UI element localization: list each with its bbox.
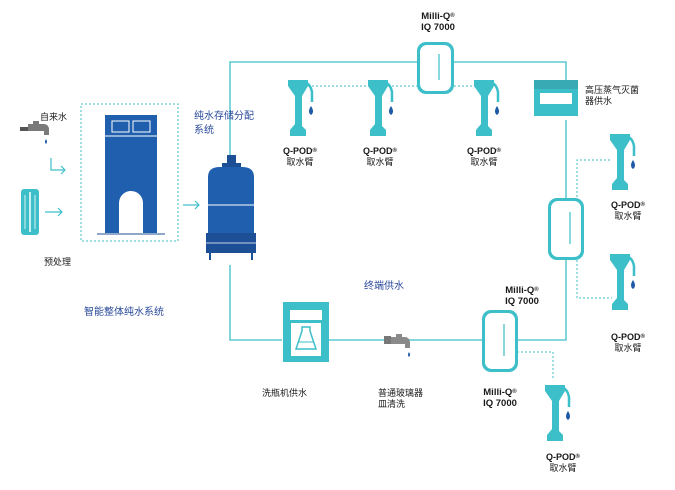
qpod-mark: ® [575, 454, 580, 460]
qpod-1-icon [286, 78, 315, 138]
qpod-caption: 取水臂 [614, 211, 642, 221]
qpod-name: Q-POD [611, 332, 641, 342]
qpod-name: Q-POD [363, 146, 393, 156]
qpod-6-icon [543, 383, 572, 443]
qpod-5-label: Q-POD® 取水臂 [602, 332, 654, 354]
milli-q-bottom-label: Milli-Q® IQ 7000 [479, 387, 521, 409]
qpod-mark: ® [496, 148, 501, 154]
integrated-system-label: 智能整体纯水系统 [84, 307, 164, 318]
milli-q-name: Milli-Q [421, 11, 451, 22]
qpod-2-label: Q-POD® 取水臂 [354, 146, 406, 168]
qpod-caption: 取水臂 [470, 157, 498, 167]
milli-q-mark: ® [512, 389, 517, 395]
storage-tank-icon [206, 155, 256, 260]
qpod-mark: ® [640, 202, 645, 208]
milli-q-top-label: Milli-Q® IQ 7000 [417, 11, 459, 33]
integrated-system-frame [80, 103, 179, 242]
milli-q-model: IQ 7000 [483, 398, 517, 409]
glassware-label-line1: 普通玻璃器 [378, 388, 424, 398]
milli-q-name: Milli-Q [483, 387, 513, 398]
qpod-mark: ® [312, 148, 317, 154]
milli-q-unit-bottom-icon [482, 310, 518, 372]
qpod-name: Q-POD [611, 200, 641, 210]
qpod-4-label: Q-POD® 取水臂 [602, 200, 654, 222]
terminal-supply-label: 终端供水 [364, 281, 404, 292]
glassware-label-line2: 皿清洗 [378, 399, 406, 409]
qpod-6-label: Q-POD® 取水臂 [537, 452, 589, 474]
qpod-name: Q-POD [467, 146, 497, 156]
milli-q-unit-right-icon [548, 198, 584, 260]
autoclave-label-line1: 高压蒸气灭菌 [585, 85, 640, 95]
bottle-washer-icon [283, 302, 329, 362]
qpod-name: Q-POD [283, 146, 313, 156]
autoclave-icon [534, 80, 578, 116]
pretreatment-columns-icon [21, 189, 39, 235]
milli-q-model: IQ 7000 [505, 296, 539, 307]
milli-q-name: Milli-Q [505, 285, 535, 296]
autoclave-label-line2: 器供水 [585, 96, 613, 106]
qpod-caption: 取水臂 [366, 157, 394, 167]
integrated-system-unit-icon [97, 115, 165, 235]
qpod-5-icon [608, 252, 637, 312]
glassware-tap-icon [384, 334, 410, 357]
qpod-mark: ® [392, 148, 397, 154]
milli-q-mark: ® [534, 287, 539, 293]
tap-water-label: 自来水 [40, 112, 68, 122]
qpod-3-icon [472, 78, 501, 138]
qpod-1-label: Q-POD® 取水臂 [274, 146, 326, 168]
tap-icon [20, 121, 49, 144]
qpod-name: Q-POD [546, 452, 576, 462]
storage-system-label-line2: 系统 [194, 125, 214, 136]
flow-arrows [45, 158, 200, 217]
pretreatment-label: 预处理 [44, 257, 72, 267]
qpod-3-label: Q-POD® 取水臂 [458, 146, 510, 168]
milli-q-middle-label: Milli-Q® IQ 7000 [501, 285, 543, 307]
qpod-2-icon [366, 78, 395, 138]
qpod-caption: 取水臂 [549, 463, 577, 473]
storage-system-label-line1: 纯水存储分配 [194, 111, 254, 122]
qpod-mark: ® [640, 334, 645, 340]
qpod-caption: 取水臂 [286, 157, 314, 167]
washer-label: 洗瓶机供水 [262, 388, 308, 398]
milli-q-unit-top-icon [417, 42, 454, 94]
qpod-4-icon [608, 132, 637, 192]
milli-q-model: IQ 7000 [421, 22, 455, 33]
qpod-caption: 取水臂 [614, 343, 642, 353]
milli-q-mark: ® [450, 13, 455, 19]
